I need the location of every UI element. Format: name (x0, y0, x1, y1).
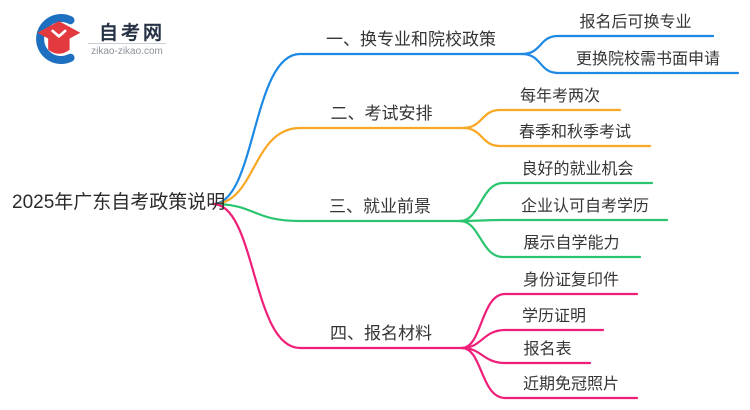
branch-3-child-1-link (458, 181, 654, 223)
branch-1-child-2-link (520, 52, 740, 75)
branch-4-link (211, 202, 464, 350)
branch-2-child-2-link (461, 126, 652, 148)
branch-3-leaf-1-label: 良好的就业机会 (521, 161, 634, 178)
branch-1-link (211, 52, 524, 206)
branch-1-child-1-link (520, 34, 715, 56)
branch-4-child-4-link (460, 346, 639, 400)
graduation-cap-icon (36, 14, 81, 64)
branch-1-leaf-2-label: 更换院校需书面申请 (575, 51, 720, 68)
branch-4-leaf-4-label: 近期免冠照片 (522, 376, 619, 393)
logo-divider (88, 43, 166, 44)
branch-2-leaf-1-label: 每年考两次 (519, 88, 600, 105)
branch-4-leaf-2-label: 学历证明 (521, 308, 586, 325)
branch-4-label: 四、报名材料 (330, 324, 432, 343)
branch-1-label: 一、换专业和院校政策 (326, 30, 496, 49)
branch-4-leaf-1-label: 身份证复印件 (522, 272, 619, 289)
site-url: zikao-zikao.com (91, 46, 163, 57)
branch-4-leaf-3-label: 报名表 (523, 341, 572, 358)
site-name: 自考网 (98, 23, 165, 44)
branch-1-leaf-1-label: 报名后可换专业 (579, 14, 692, 31)
branch-3-child-2-link (458, 218, 669, 223)
branch-2-leaf-2-label: 春季和秋季考试 (518, 124, 631, 141)
site-logo: 自考网 zikao-zikao.com (28, 10, 178, 64)
branch-3-leaf-3-label: 展示自学能力 (523, 235, 620, 252)
branch-2-link (211, 126, 465, 206)
branch-3-label: 三、就业前景 (329, 197, 431, 216)
branch-3-leaf-2-label: 企业认可自考学历 (520, 198, 649, 215)
branch-3-child-3-link (458, 219, 642, 259)
branch-3-link (211, 202, 462, 223)
branch-2-child-1-link (461, 108, 622, 130)
mindmap-root-label: 2025年广东自考政策说明 (12, 192, 226, 213)
branch-4-child-1-link (460, 292, 639, 350)
branch-2-label: 二、考试安排 (330, 104, 433, 123)
